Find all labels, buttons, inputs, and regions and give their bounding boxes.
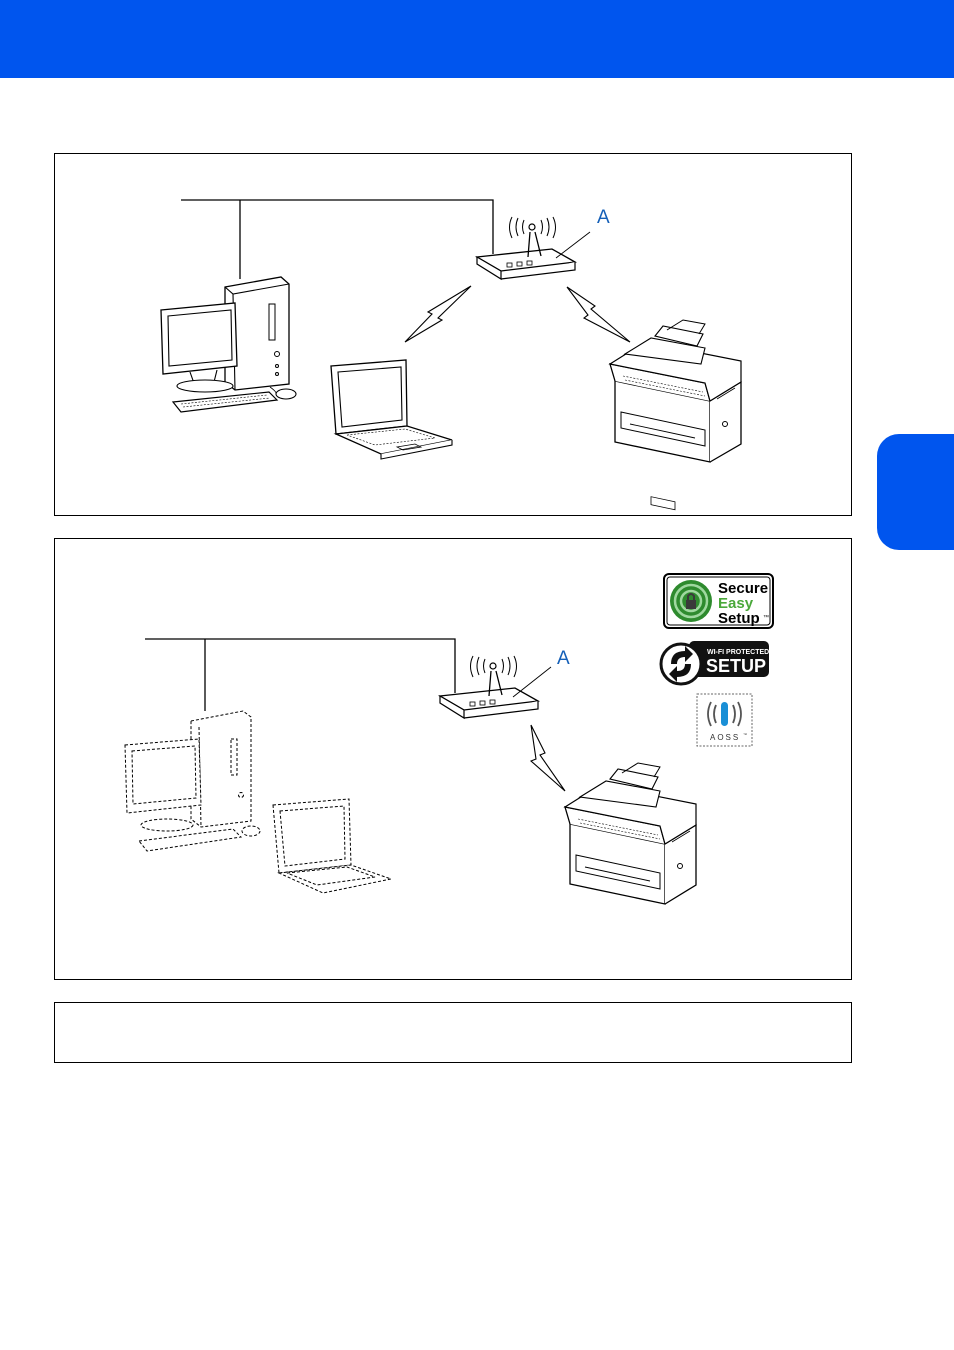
wireless-link-icon <box>567 287 630 342</box>
printer-icon <box>610 320 741 510</box>
wireless-link-icon <box>531 725 565 791</box>
wps-arrows-icon <box>661 644 701 684</box>
ses-trademark: ™ <box>763 614 769 621</box>
laptop-icon <box>273 799 391 893</box>
computer-icon <box>125 711 260 851</box>
wireless-link-icon <box>405 286 471 342</box>
wifi-protected-setup-logo: WI-FI PROTECTED SETUP <box>659 639 771 687</box>
access-point-label: A <box>557 649 570 668</box>
access-point-icon <box>477 217 590 279</box>
network-cable <box>145 639 455 693</box>
padlock-signal-icon <box>670 580 712 622</box>
infrastructure-diagram-panel: A <box>54 153 852 516</box>
secure-setup-diagram-panel: A Secure Easy Setup ™ <box>54 538 852 980</box>
access-point-icon <box>440 656 551 718</box>
network-cable <box>181 200 493 254</box>
access-point-label: A <box>597 208 610 227</box>
wps-line1: WI-FI PROTECTED <box>707 649 769 656</box>
ses-line3: Setup <box>718 610 760 627</box>
chapter-tab <box>877 434 954 550</box>
aoss-text: AOSS <box>710 733 740 742</box>
aoss-logo: AOSS ™ <box>696 693 753 747</box>
printer-icon <box>565 763 696 904</box>
computer-icon <box>161 277 296 412</box>
infrastructure-diagram <box>55 154 851 515</box>
note-box <box>54 1002 852 1063</box>
laptop-icon <box>331 360 452 459</box>
wps-line2: SETUP <box>706 656 766 676</box>
header-bar <box>0 0 954 78</box>
aoss-trademark: ™ <box>743 732 747 737</box>
secure-easy-setup-logo: Secure Easy Setup ™ <box>663 573 774 629</box>
